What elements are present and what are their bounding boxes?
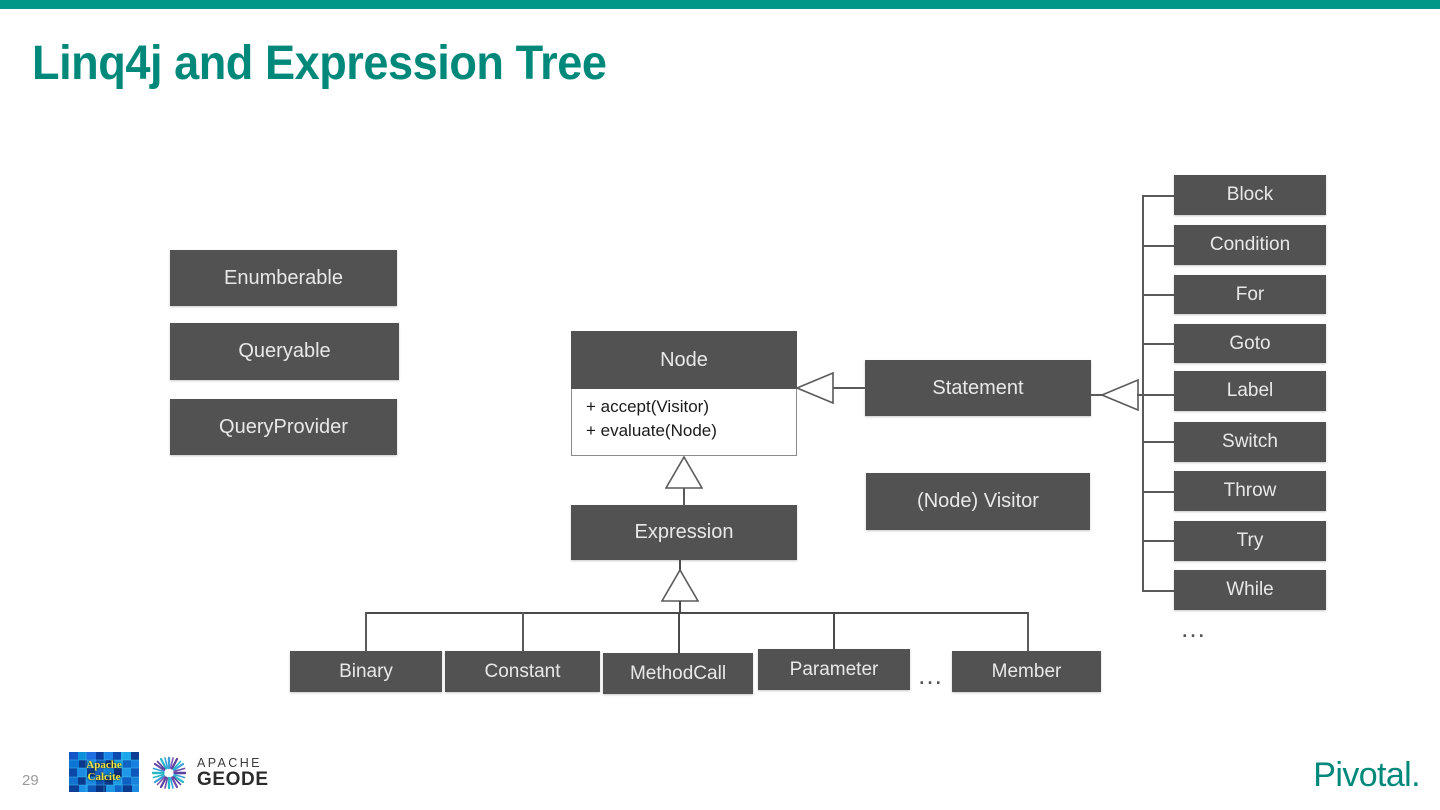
- class-box-label: Member: [991, 660, 1062, 682]
- class-box-label: Queryable: [238, 340, 331, 362]
- class-box-while[interactable]: While: [1174, 570, 1326, 610]
- class-box-constant[interactable]: Constant: [445, 651, 600, 692]
- uml-stub-label: [1142, 394, 1174, 396]
- class-box-label: MethodCall: [629, 662, 727, 684]
- uml-stub-throw: [1142, 491, 1174, 493]
- uml-link-statement-node: [832, 387, 866, 389]
- calcite-line-1: Apache: [86, 759, 122, 772]
- uml-stub-block: [1142, 195, 1174, 197]
- class-box-parameter[interactable]: Parameter: [758, 649, 910, 690]
- uml-drop-binary: [365, 612, 367, 651]
- calcite-wordmark: Apache Calcite: [69, 752, 139, 792]
- calcite-line-2: Calcite: [87, 771, 121, 783]
- geode-starburst-icon: [151, 756, 187, 790]
- uml-stub-goto: [1142, 343, 1174, 345]
- pivotal-dot: .: [1411, 756, 1420, 794]
- class-box-goto[interactable]: Goto: [1174, 324, 1326, 363]
- class-box-label: Constant: [484, 660, 561, 682]
- class-box-enumberable[interactable]: Enumberable: [170, 250, 397, 306]
- class-box-label: Node: [660, 348, 708, 371]
- geode-wordmark: APACHE GEODE: [197, 756, 269, 791]
- class-box-block[interactable]: Block: [1174, 175, 1326, 215]
- uml-triangle-expr-subclasses: [661, 569, 699, 602]
- statement-more-ellipsis: …: [1180, 613, 1207, 643]
- expression-more-ellipsis: …: [917, 660, 944, 690]
- calcite-mosaic-icon: [69, 752, 139, 792]
- slide-number: 29: [22, 772, 39, 789]
- class-box-statement[interactable]: Statement: [865, 360, 1091, 416]
- class-box-queryprovider[interactable]: QueryProvider: [170, 399, 397, 455]
- class-box-label: Binary: [339, 660, 393, 682]
- class-box-throw[interactable]: Throw: [1174, 471, 1326, 511]
- class-box-for[interactable]: For: [1174, 275, 1326, 314]
- uml-stub-for: [1142, 294, 1174, 296]
- pivotal-wordmark: Pivotal: [1313, 756, 1412, 794]
- uml-stub-while: [1142, 590, 1174, 592]
- uml-bus-expression: [365, 612, 1029, 614]
- page-title: Linq4j and Expression Tree: [32, 37, 607, 90]
- class-box-label: (Node) Visitor: [917, 490, 1039, 512]
- class-box-node-visitor[interactable]: (Node) Visitor: [866, 473, 1090, 530]
- uml-drop-member: [1027, 612, 1029, 651]
- geode-line-geode: GEODE: [197, 769, 269, 790]
- class-box-label: Expression: [634, 521, 734, 543]
- class-box-label: Condition: [1209, 234, 1291, 255]
- class-box-node-header: Node: [571, 331, 797, 389]
- class-box-label: Switch: [1222, 431, 1278, 452]
- class-box-label: Parameter: [789, 658, 879, 680]
- class-box-member[interactable]: Member: [952, 651, 1101, 692]
- uml-drop-constant: [522, 612, 524, 651]
- class-box-label: Try: [1236, 530, 1264, 551]
- uml-triangle-stmt-subclasses: [1101, 379, 1139, 411]
- class-box-try[interactable]: Try: [1174, 521, 1326, 561]
- class-box-expression[interactable]: Expression: [571, 505, 797, 560]
- class-box-methodcall[interactable]: MethodCall: [603, 653, 753, 694]
- class-box-label: Label: [1226, 380, 1274, 401]
- class-box-binary[interactable]: Binary: [290, 651, 442, 692]
- method-accept: + accept(Visitor): [586, 397, 709, 416]
- uml-link-expr-bus-drop: [679, 601, 681, 613]
- class-box-condition[interactable]: Condition: [1174, 225, 1326, 265]
- method-evaluate: + evaluate(Node): [586, 421, 717, 441]
- geode-line-apache: APACHE: [197, 756, 262, 770]
- uml-stub-try: [1142, 540, 1174, 542]
- class-box-label-stmt[interactable]: Label: [1174, 371, 1326, 411]
- uml-spine-statement: [1142, 195, 1144, 591]
- apache-calcite-logo: Apache Calcite: [69, 752, 139, 792]
- class-box-label: Block: [1226, 184, 1274, 205]
- uml-drop-methodcall: [678, 612, 680, 653]
- class-box-label: Enumberable: [224, 266, 343, 289]
- class-box-switch[interactable]: Switch: [1174, 422, 1326, 462]
- class-box-label: QueryProvider: [219, 415, 348, 438]
- class-box-node[interactable]: Node + accept(Visitor) + evaluate(Node): [571, 331, 797, 456]
- class-box-label: Goto: [1229, 332, 1271, 354]
- uml-triangle-expression-to-node: [665, 456, 703, 489]
- class-box-label: For: [1235, 283, 1265, 305]
- uml-triangle-statement-to-node: [796, 372, 834, 404]
- uml-link-stmt-triangle: [1091, 394, 1103, 396]
- pivotal-logo: Pivotal.: [1313, 756, 1420, 795]
- class-box-queryable[interactable]: Queryable: [170, 323, 399, 380]
- class-box-label: Statement: [932, 376, 1024, 399]
- top-accent-bar: [0, 0, 1440, 9]
- class-box-node-methods: + accept(Visitor) + evaluate(Node): [571, 389, 797, 456]
- uml-stub-switch: [1142, 441, 1174, 443]
- uml-drop-parameter: [833, 612, 835, 649]
- uml-link-expression-node: [683, 487, 685, 506]
- uml-stub-condition: [1142, 245, 1174, 247]
- class-box-label: Throw: [1223, 480, 1277, 501]
- uml-link-expr-bus-stem: [679, 560, 681, 577]
- apache-geode-logo: APACHE GEODE: [147, 753, 275, 793]
- class-box-label: While: [1226, 579, 1274, 600]
